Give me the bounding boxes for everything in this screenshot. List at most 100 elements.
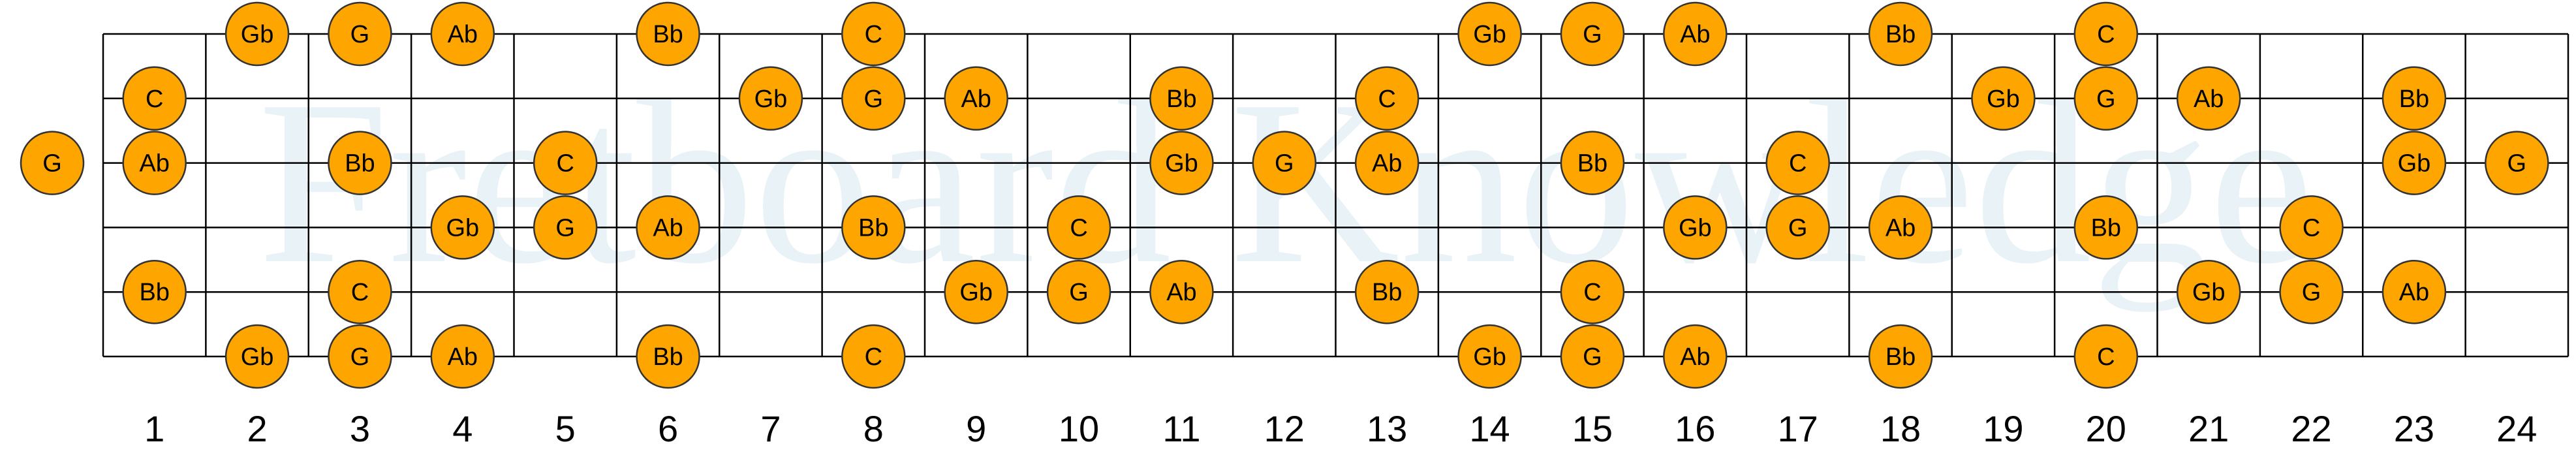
note-marker: G — [1252, 131, 1317, 195]
note-marker: C — [1765, 131, 1830, 195]
note-marker-circle — [841, 1, 906, 67]
note-marker-circle — [1663, 1, 1728, 67]
note-marker: Bb — [841, 195, 906, 260]
note-marker: Bb — [328, 131, 392, 195]
note-marker: Gb — [944, 259, 1008, 324]
note-marker: C — [533, 131, 598, 195]
note-marker-circle — [944, 259, 1008, 324]
note-marker: C — [841, 324, 906, 389]
note-marker: G — [2279, 259, 2344, 324]
fret-number-label: 17 — [1778, 408, 1818, 449]
note-marker-circle — [1868, 1, 1933, 67]
note-marker: Bb — [636, 324, 700, 389]
note-label: C — [146, 86, 163, 113]
fret-number-label: 10 — [1059, 408, 1099, 449]
note-marker-circle — [1457, 324, 1522, 389]
note-label: Ab — [653, 214, 683, 242]
note-label: Bb — [1885, 343, 1916, 371]
note-marker-circle — [1149, 131, 1214, 195]
note-marker: Gb — [2176, 259, 2241, 324]
note-label: Gb — [1165, 150, 1198, 178]
note-marker: C — [1560, 259, 1625, 324]
note-marker-circle — [328, 324, 392, 389]
note-marker: Gb — [1457, 1, 1522, 67]
note-marker: Ab — [1354, 131, 1420, 195]
note-marker: G — [328, 324, 392, 389]
note-marker: C — [1046, 195, 1111, 260]
note-label: Bb — [139, 279, 169, 306]
note-marker-circle — [328, 131, 392, 195]
note-label: Ab — [448, 343, 478, 371]
note-marker-circle — [1971, 66, 2036, 131]
note-marker: C — [328, 259, 392, 324]
note-marker-circle — [1252, 131, 1317, 195]
note-label: G — [555, 214, 575, 242]
note-marker: Gb — [1971, 66, 2036, 131]
note-label: Ab — [139, 150, 169, 178]
note-label: Gb — [1473, 343, 1506, 371]
note-label: Bb — [345, 150, 375, 178]
note-marker: Bb — [2073, 195, 2139, 260]
note-marker-circle — [2382, 131, 2447, 195]
note-label: Ab — [448, 21, 478, 48]
note-marker: Gb — [1457, 324, 1522, 389]
note-label: C — [2097, 343, 2115, 371]
fret-number-label: 20 — [2086, 408, 2126, 449]
note-marker-circle — [1663, 195, 1728, 260]
note-label: C — [2303, 214, 2320, 242]
note-marker: Gb — [1149, 131, 1214, 195]
fret-number-label: 5 — [555, 408, 576, 449]
note-marker-circle — [430, 1, 495, 67]
note-label: Gb — [1987, 86, 2020, 113]
note-marker-circle — [1354, 131, 1420, 195]
note-label: G — [42, 150, 62, 178]
note-marker-circle — [430, 324, 495, 389]
note-label: C — [1070, 214, 1087, 242]
note-label: Gb — [1679, 214, 1712, 242]
note-marker-circle — [1149, 259, 1214, 324]
note-label: C — [1583, 279, 1601, 306]
note-label: Bb — [653, 343, 683, 371]
note-label: Bb — [1372, 279, 1402, 306]
note-label: C — [865, 343, 882, 371]
note-label: G — [350, 343, 370, 371]
note-marker-circle — [2279, 259, 2344, 324]
note-marker: C — [1354, 66, 1420, 131]
note-marker: Bb — [1868, 1, 1933, 67]
fret-number-label: 16 — [1675, 408, 1715, 449]
note-label: G — [1583, 343, 1602, 371]
note-marker-circle — [1560, 259, 1625, 324]
note-marker-circle — [1868, 324, 1933, 389]
fret-number-label: 21 — [2188, 408, 2229, 449]
fret-number-label: 8 — [863, 408, 884, 449]
note-marker: Bb — [2382, 66, 2447, 131]
note-marker-circle — [122, 259, 187, 324]
note-label: G — [1788, 214, 1808, 242]
note-label: Gb — [959, 279, 993, 306]
note-label: Ab — [961, 86, 991, 113]
note-label: G — [1275, 150, 1294, 178]
note-marker: Ab — [1663, 324, 1728, 389]
fret-number-label: 12 — [1264, 408, 1305, 449]
fret-number-label: 19 — [1983, 408, 2023, 449]
note-label: Gb — [2398, 150, 2431, 178]
note-marker-circle — [1046, 259, 1111, 324]
note-marker-circle — [636, 195, 700, 260]
fret-number-label: 3 — [350, 408, 370, 449]
note-label: Gb — [1473, 21, 1506, 48]
note-label: Gb — [241, 21, 274, 48]
note-marker: G — [328, 1, 392, 67]
note-marker-circle — [533, 131, 598, 195]
note-marker-circle — [2176, 259, 2241, 324]
note-marker-circle — [636, 324, 700, 389]
note-marker: Bb — [636, 1, 700, 67]
note-label: Bb — [858, 214, 888, 242]
note-marker-circle — [533, 195, 598, 260]
fret-number-label: 14 — [1469, 408, 1510, 449]
note-label: G — [350, 21, 370, 48]
note-label: C — [1789, 150, 1807, 178]
fret-number-label: 1 — [144, 408, 164, 449]
note-marker: Gb — [2382, 131, 2447, 195]
